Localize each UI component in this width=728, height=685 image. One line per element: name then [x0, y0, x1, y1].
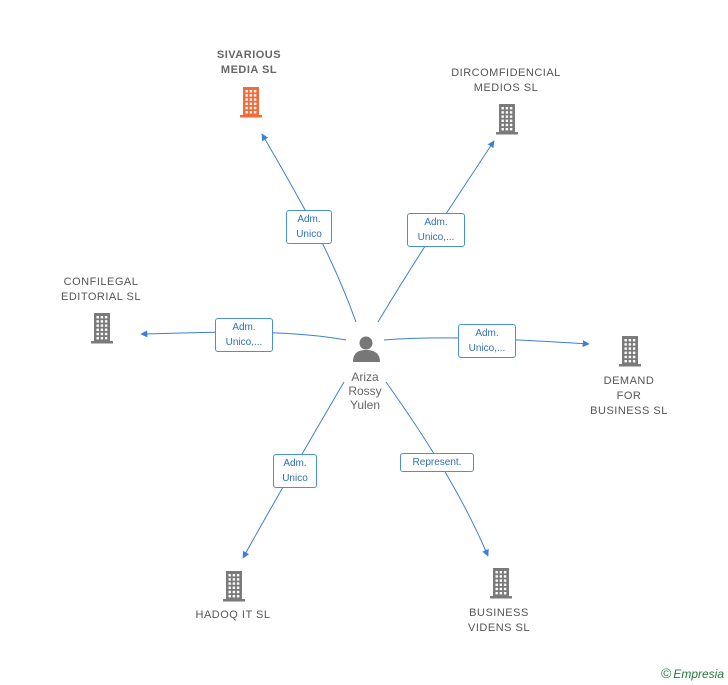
edge-label-hadoq: Adm. Unico: [273, 454, 317, 488]
node-label-confilegal[interactable]: CONFILEGAL EDITORIAL SL: [61, 276, 141, 303]
edge-label-sivarious: Adm. Unico: [286, 210, 332, 244]
building-icon-demand[interactable]: [619, 336, 641, 367]
node-label-sivarious[interactable]: SIVARIOUS MEDIA SL: [216, 49, 282, 76]
edge-label-confilegal: Adm. Unico,...: [215, 318, 273, 352]
building-icon-hadoq[interactable]: [223, 571, 245, 602]
building-icon-dircomfidencial[interactable]: [496, 104, 518, 135]
edge-label-demand: Adm. Unico,...: [458, 324, 516, 358]
icons-layer: [91, 87, 641, 602]
node-label-hadoq[interactable]: HADOQ IT SL: [195, 609, 271, 621]
edge-label-business: Represent.: [400, 453, 474, 472]
building-icon-business[interactable]: [490, 568, 512, 599]
footer-brand: ©Empresia: [661, 665, 724, 681]
building-icon-sivarious[interactable]: [240, 87, 262, 118]
building-icon-confilegal[interactable]: [91, 313, 113, 344]
node-label-business[interactable]: BUSINESS VIDENS SL: [468, 607, 530, 634]
node-label-dircomfidencial[interactable]: DIRCOMFIDENCIAL MEDIOS SL: [451, 67, 561, 94]
copyright-icon: ©: [660, 665, 672, 681]
person-label[interactable]: Ariza Rossy Yulen: [348, 370, 382, 412]
node-label-demand[interactable]: DEMAND FOR BUSINESS SL: [590, 375, 668, 417]
brand-name: Empresia: [673, 667, 724, 681]
person-icon[interactable]: [353, 336, 380, 363]
edge-label-dircomfidencial: Adm. Unico,...: [407, 213, 465, 247]
